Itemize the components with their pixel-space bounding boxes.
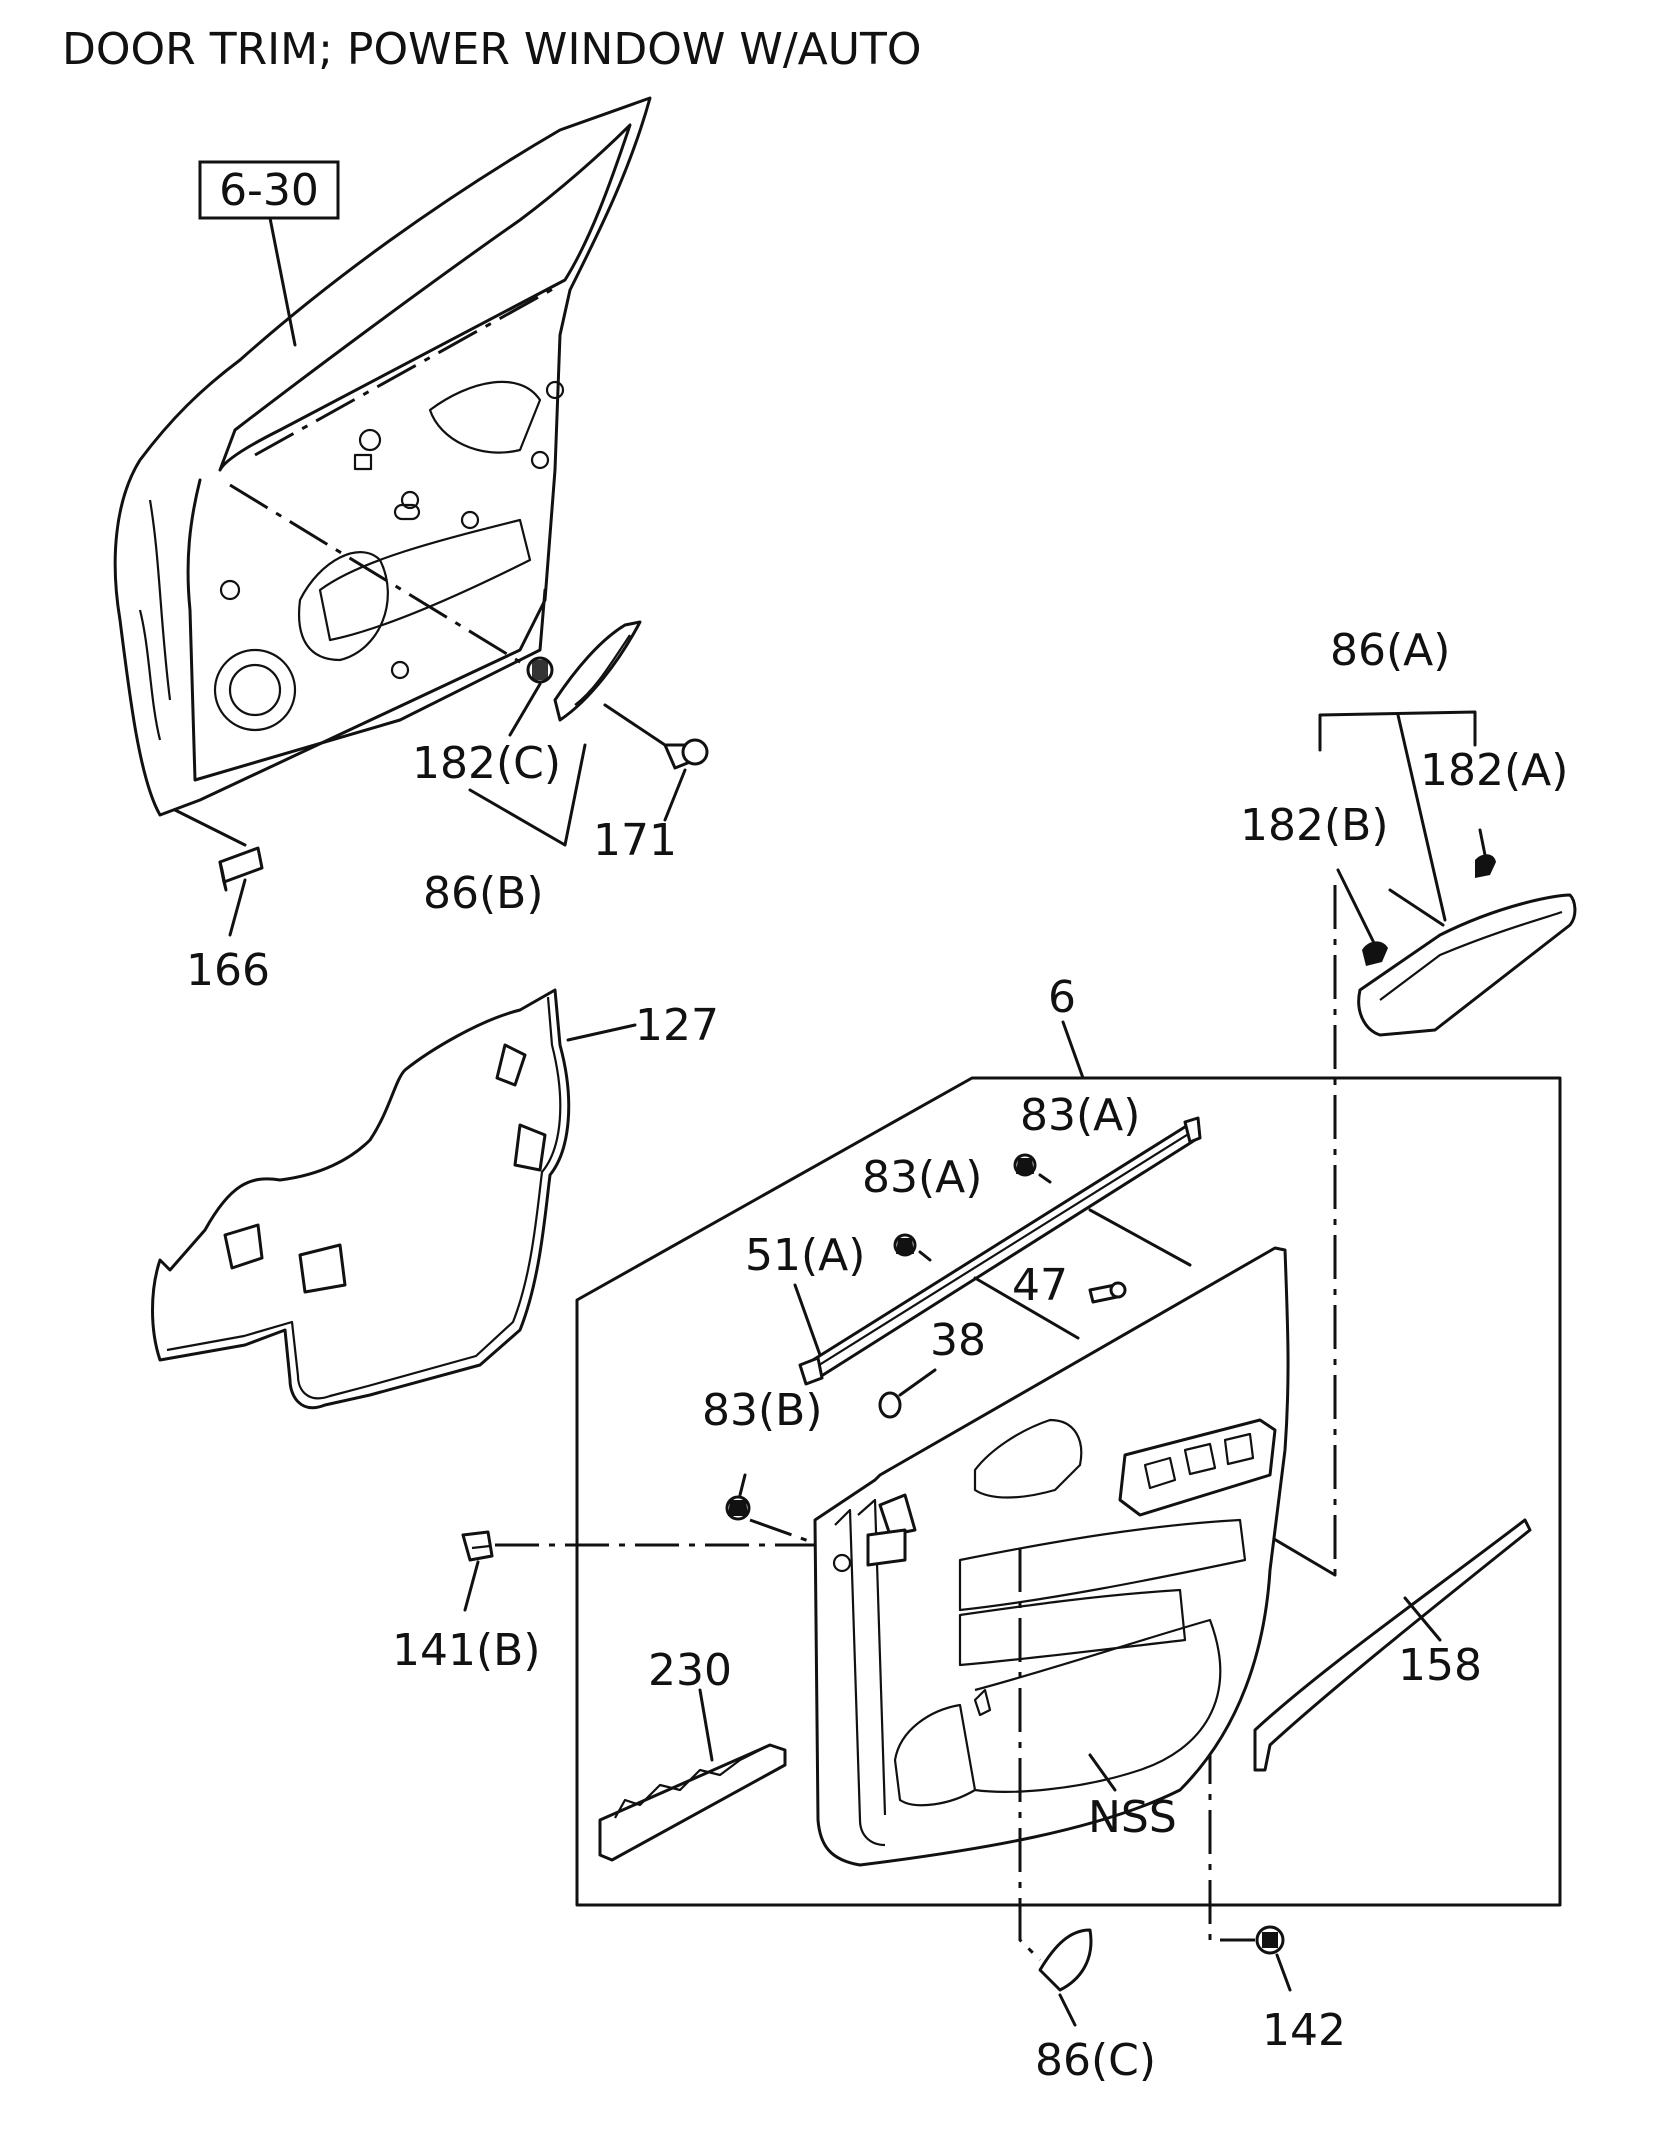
nut-38 <box>878 1368 937 1419</box>
door-shell <box>113 96 652 847</box>
label-86c: 86(C) <box>1035 2035 1156 2086</box>
button-142 <box>1255 1925 1292 1992</box>
leader-nss <box>1088 1753 1117 1792</box>
label-83a-2: 83(A) <box>862 1152 982 1203</box>
label-182a: 182(A) <box>1420 745 1568 796</box>
label-230: 230 <box>648 1645 732 1696</box>
screw-47 <box>1088 1281 1127 1304</box>
label-166: 166 <box>186 945 270 996</box>
water-shield-127 <box>151 988 637 1410</box>
cap-86b <box>468 620 642 847</box>
door-trim-panel <box>813 1246 1290 1867</box>
leader-47-b <box>1088 1208 1192 1267</box>
dashed-guide-86c <box>1018 1548 1042 1962</box>
clip-83a-upper <box>1013 1153 1052 1184</box>
armrest-cover-86a <box>1336 828 1577 1037</box>
bracket-86a <box>1318 710 1477 752</box>
leader-86a <box>1396 713 1447 922</box>
label-141b: 141(B) <box>392 1625 541 1676</box>
label-nss: NSS <box>1088 1792 1177 1843</box>
leader-6 <box>1061 1020 1085 1080</box>
clip-182c <box>508 656 554 737</box>
label-127: 127 <box>635 1000 719 1051</box>
dashed-guide-83b <box>749 1518 821 1547</box>
assembly-box <box>575 1076 1562 1907</box>
cap-86c <box>1038 1928 1093 2027</box>
label-86b: 86(B) <box>423 868 544 919</box>
pocket-230 <box>598 1688 787 1862</box>
label-171: 171 <box>593 815 677 866</box>
label-6: 6 <box>1048 972 1076 1023</box>
clip-83b <box>725 1473 751 1521</box>
label-83b: 83(B) <box>702 1385 823 1436</box>
label-182c: 182(C) <box>412 738 561 789</box>
label-83a-1: 83(A) <box>1020 1090 1140 1141</box>
label-86a: 86(A) <box>1330 625 1450 676</box>
reference-box: 6-30 <box>198 160 340 347</box>
leader-47-a <box>973 1276 1080 1340</box>
label-182b: 182(B) <box>1240 800 1389 851</box>
label-158: 158 <box>1398 1640 1482 1691</box>
clip-83a-lower <box>893 1233 932 1262</box>
clip-141b <box>461 1530 494 1612</box>
garnish-158 <box>1253 1518 1532 1772</box>
diagram-title: DOOR TRIM; POWER WINDOW W/AUTO <box>62 24 922 75</box>
screw-171 <box>603 703 709 822</box>
label-47: 47 <box>1012 1260 1068 1311</box>
label-142: 142 <box>1262 2005 1346 2056</box>
label-51a: 51(A) <box>745 1230 865 1281</box>
weatherstrip-51a <box>793 1116 1202 1386</box>
ref-box-label: 6-30 <box>219 165 319 216</box>
label-38: 38 <box>930 1315 986 1366</box>
stopper-166 <box>218 846 264 937</box>
